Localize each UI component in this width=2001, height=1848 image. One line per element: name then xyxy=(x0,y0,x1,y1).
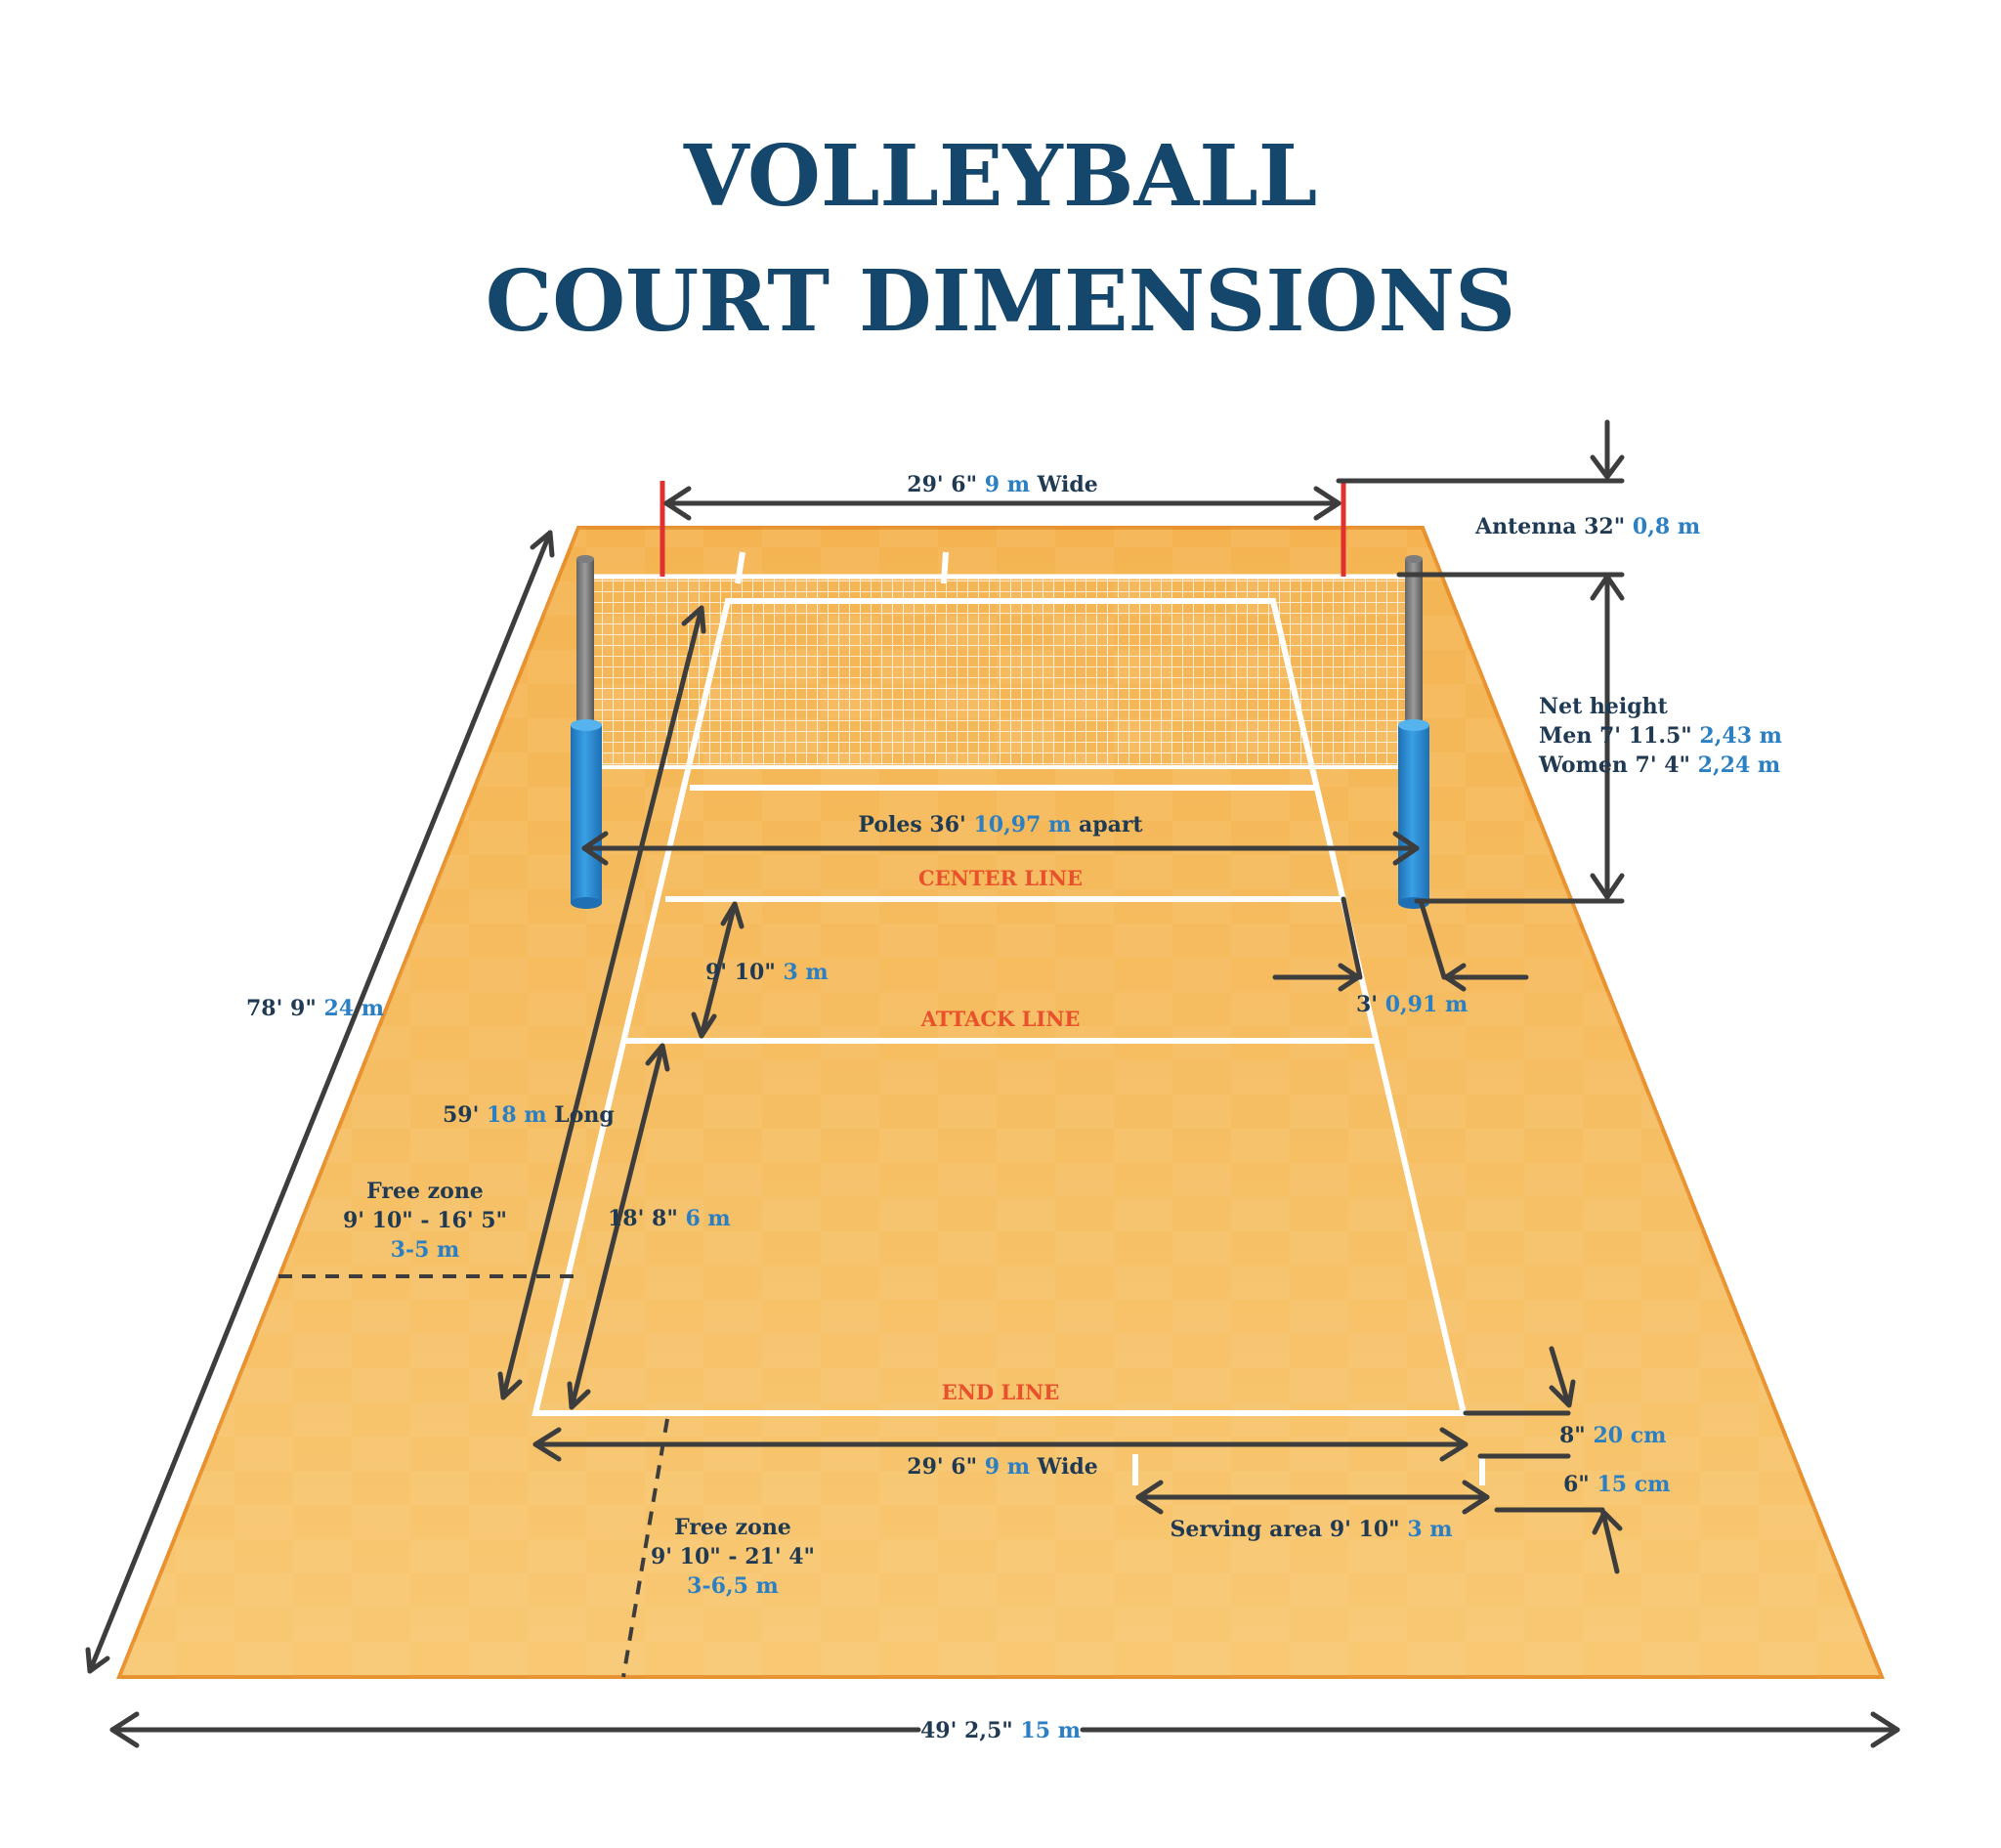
free-zone-side-title: Free zone xyxy=(366,1179,484,1204)
width-top-label: 29' 6" 9 m Wide xyxy=(907,472,1097,497)
attack-line-label: ATTACK LINE xyxy=(920,1007,1081,1031)
net-height-women: Women 7' 4" 2,24 m xyxy=(1538,752,1780,778)
center-line-label: CENTER LINE xyxy=(918,866,1083,890)
free-zone-side-range: 9' 10" - 16' 5" xyxy=(343,1208,507,1233)
serving-area-label: Serving area 9' 10" 3 m xyxy=(1170,1517,1452,1542)
title-line-2: COURT DIMENSIONS xyxy=(486,252,1515,351)
serve-mark-label: 6" 15 cm xyxy=(1563,1472,1670,1497)
pole-right xyxy=(1398,555,1429,909)
width-bottom-label: 29' 6" 9 m Wide xyxy=(907,1454,1097,1480)
net-height-title: Net height xyxy=(1539,694,1669,719)
dimension-lines xyxy=(85,419,1900,1748)
poles-apart-label: Poles 36' 10,97 m apart xyxy=(858,812,1143,838)
pole-offset-label: 3' 0,91 m xyxy=(1356,992,1468,1017)
free-zone-back-range: 9' 10" - 21' 4" xyxy=(651,1544,815,1569)
free-zone-back-title: Free zone xyxy=(674,1515,791,1540)
net xyxy=(584,574,1409,769)
free-zone-side-metric: 3-5 m xyxy=(391,1237,460,1263)
line-width-label: 8" 20 cm xyxy=(1559,1423,1666,1448)
floor-planks xyxy=(119,528,1882,1677)
antenna-label: Antenna 32" 0,8 m xyxy=(1474,514,1700,539)
attack-distance-label: 9' 10" 3 m xyxy=(705,960,829,985)
half-length-label: 18' 8" 6 m xyxy=(608,1206,731,1231)
end-line-label: END LINE xyxy=(942,1380,1060,1404)
pole-left xyxy=(571,555,602,909)
total-length-label: 78' 9" 24 m xyxy=(246,996,384,1021)
net-height-men: Men 7' 11.5" 2,43 m xyxy=(1539,723,1782,749)
court-length-label: 59' 18 m Long xyxy=(443,1102,615,1128)
free-zone-back-metric: 3-6,5 m xyxy=(687,1573,779,1599)
title-line-1: VOLLEYBALL xyxy=(683,127,1317,226)
total-width-label: 49' 2,5" 15 m xyxy=(920,1718,1081,1743)
